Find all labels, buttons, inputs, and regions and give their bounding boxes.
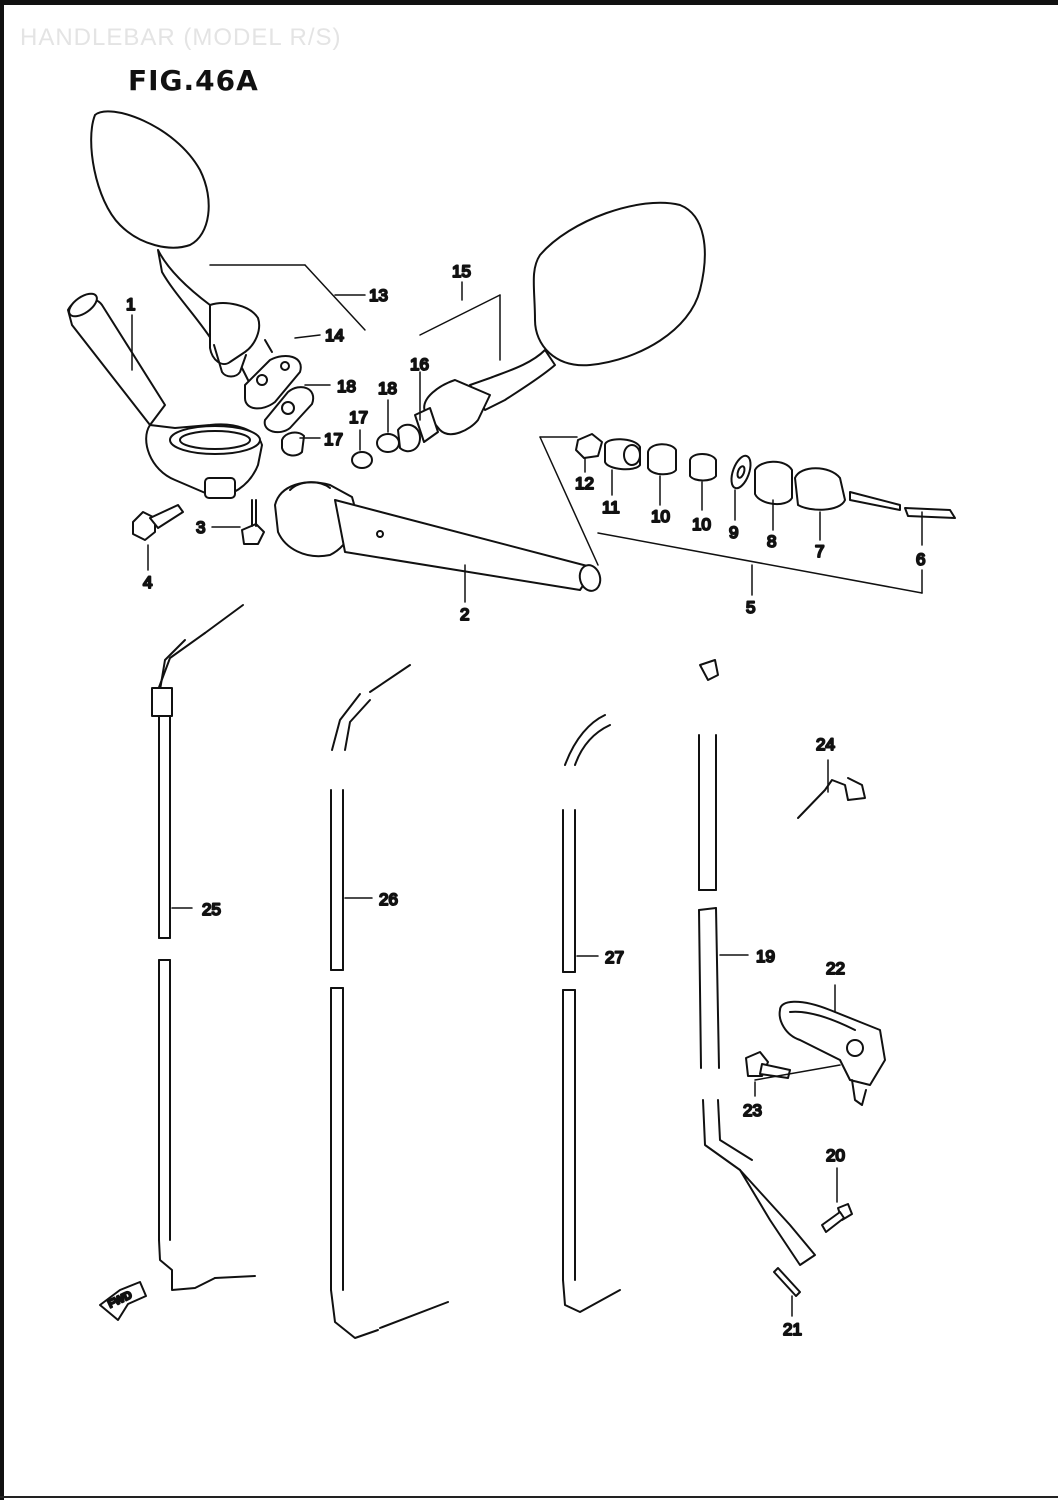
bar-end-parts xyxy=(575,433,956,519)
callout-numbers: 1 2 3 4 5 6 7 8 9 10 10 11 12 13 14 15 1… xyxy=(125,261,926,1340)
callout-13: 13 xyxy=(369,286,388,305)
bolt-20 xyxy=(821,1203,853,1233)
cable-27 xyxy=(562,714,621,1313)
bolt-23 xyxy=(745,1051,791,1079)
callout-23: 23 xyxy=(743,1101,762,1120)
callout-9: 9 xyxy=(729,523,738,542)
callout-10b: 10 xyxy=(692,515,711,534)
callout-7: 7 xyxy=(815,542,824,561)
bolts-3-4 xyxy=(132,499,265,545)
cable-25 xyxy=(151,604,256,1291)
left-border xyxy=(0,0,4,1500)
top-border xyxy=(0,0,1058,5)
callout-27: 27 xyxy=(605,948,624,967)
right-handlebar xyxy=(274,481,602,592)
callout-20: 20 xyxy=(826,1146,845,1165)
callout-6: 6 xyxy=(916,550,925,569)
callout-21: 21 xyxy=(783,1320,802,1339)
callout-17b: 17 xyxy=(324,430,343,449)
bottom-border xyxy=(0,1496,1058,1498)
callout-8: 8 xyxy=(767,532,776,551)
callout-10a: 10 xyxy=(651,507,670,526)
callout-18a: 18 xyxy=(337,377,356,396)
callout-25: 25 xyxy=(202,900,221,919)
cable-19 xyxy=(698,659,816,1266)
leader-lines xyxy=(131,264,923,1317)
callout-2: 2 xyxy=(460,605,469,624)
callout-15: 15 xyxy=(452,262,471,281)
callout-11: 11 xyxy=(602,498,620,517)
fwd-arrow-icon: FWD xyxy=(99,1281,147,1321)
callout-22: 22 xyxy=(826,959,845,978)
left-handlebar-grip xyxy=(67,292,263,499)
callout-5: 5 xyxy=(746,598,755,617)
pin-21 xyxy=(773,1267,801,1297)
right-mirror xyxy=(351,201,706,469)
callout-4: 4 xyxy=(143,573,152,592)
left-mount-plates xyxy=(244,355,315,457)
callout-19: 19 xyxy=(756,947,775,966)
callout-3: 3 xyxy=(196,518,205,537)
left-mirror xyxy=(90,110,273,381)
callout-14: 14 xyxy=(325,326,344,345)
callout-1: 1 xyxy=(126,295,135,314)
callout-18b: 18 xyxy=(378,379,397,398)
figure-title: FIG.46A xyxy=(128,64,259,97)
header-title: HANDLEBAR (MODEL R/S) xyxy=(20,24,342,51)
cable-26 xyxy=(330,664,449,1339)
bracket-22 xyxy=(778,1000,886,1106)
callout-12: 12 xyxy=(575,474,594,493)
clip-24 xyxy=(797,777,866,819)
callout-17a: 17 xyxy=(349,408,368,427)
callout-26: 26 xyxy=(379,890,398,909)
callout-16: 16 xyxy=(410,355,429,374)
callout-24: 24 xyxy=(816,735,835,754)
